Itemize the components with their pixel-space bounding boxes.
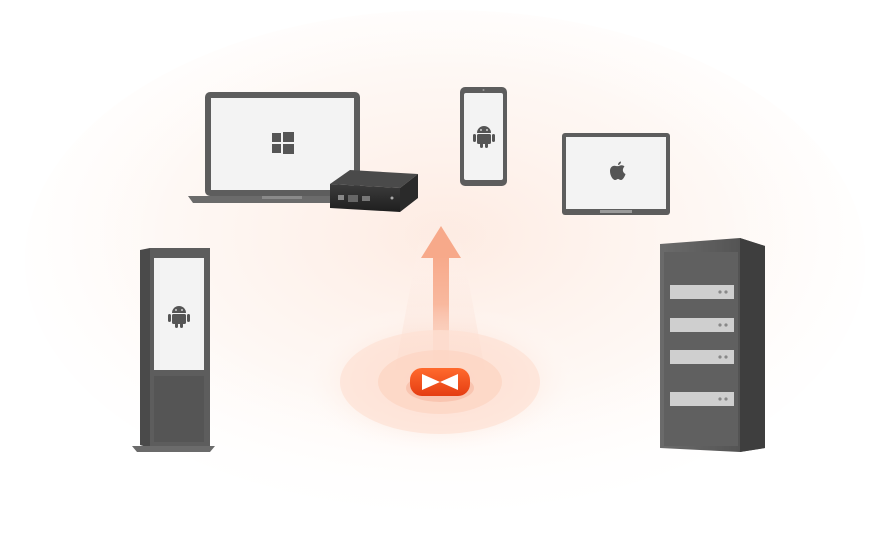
remote-access-logo-icon[interactable] [406, 368, 474, 402]
server-unit [670, 392, 734, 406]
android-kiosk[interactable] [132, 248, 215, 452]
server-rack[interactable] [660, 238, 765, 452]
mac-tablet[interactable] [562, 133, 670, 215]
android-phone[interactable] [460, 87, 507, 186]
windows-laptop[interactable] [188, 92, 377, 203]
server-unit [670, 350, 734, 364]
server-unit [670, 318, 734, 332]
apple-icon [610, 161, 626, 180]
server-unit [670, 285, 734, 299]
android-icon [473, 126, 495, 148]
windows-icon [272, 132, 294, 154]
android-icon [168, 306, 190, 328]
mini-pc-box[interactable] [330, 170, 418, 212]
